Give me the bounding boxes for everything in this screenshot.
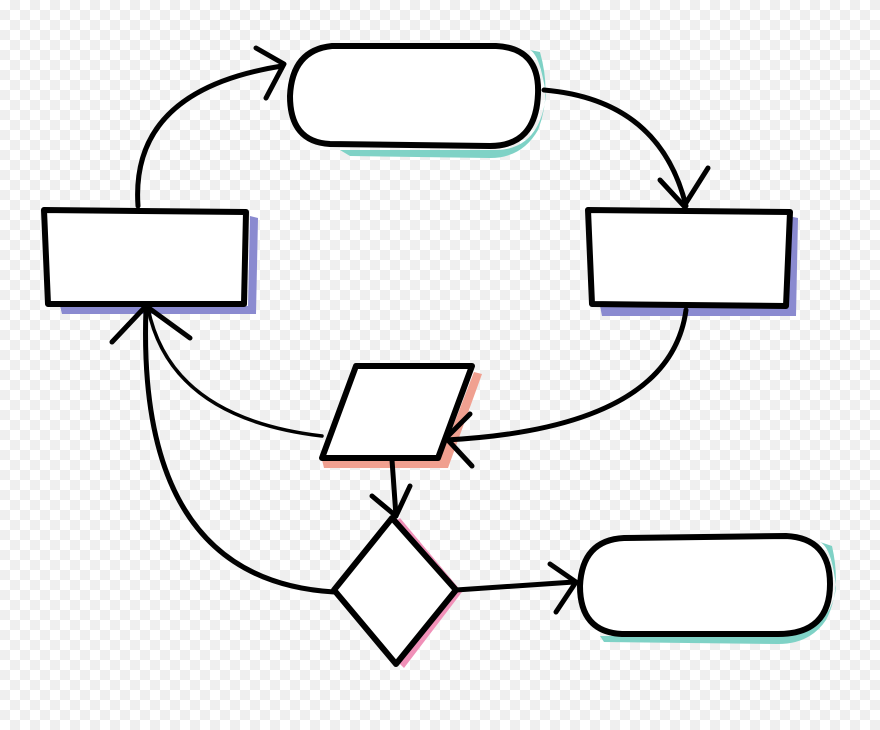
decision <box>331 515 459 667</box>
edge-left-to-top <box>135 63 285 209</box>
arrowhead-top-terminal <box>253 45 287 101</box>
arrowhead-right-process <box>657 165 711 209</box>
edge-right-to-io <box>443 307 689 443</box>
terminal-bottom-right-shadow <box>600 542 836 644</box>
io-center <box>319 363 475 461</box>
arrowhead-bottom-terminal <box>547 561 579 615</box>
edge-io-to-decision <box>389 457 399 519</box>
process-right <box>585 207 793 309</box>
edge-decision-to-left <box>143 305 337 595</box>
edge-io-to-left <box>146 306 324 438</box>
process-left <box>41 207 249 307</box>
arrowhead-decision <box>369 483 413 519</box>
edge-decision-to-terminal <box>453 579 577 593</box>
terminal-bottom-right <box>577 533 833 637</box>
terminal-top <box>287 43 542 149</box>
edge-top-to-right <box>541 87 689 209</box>
